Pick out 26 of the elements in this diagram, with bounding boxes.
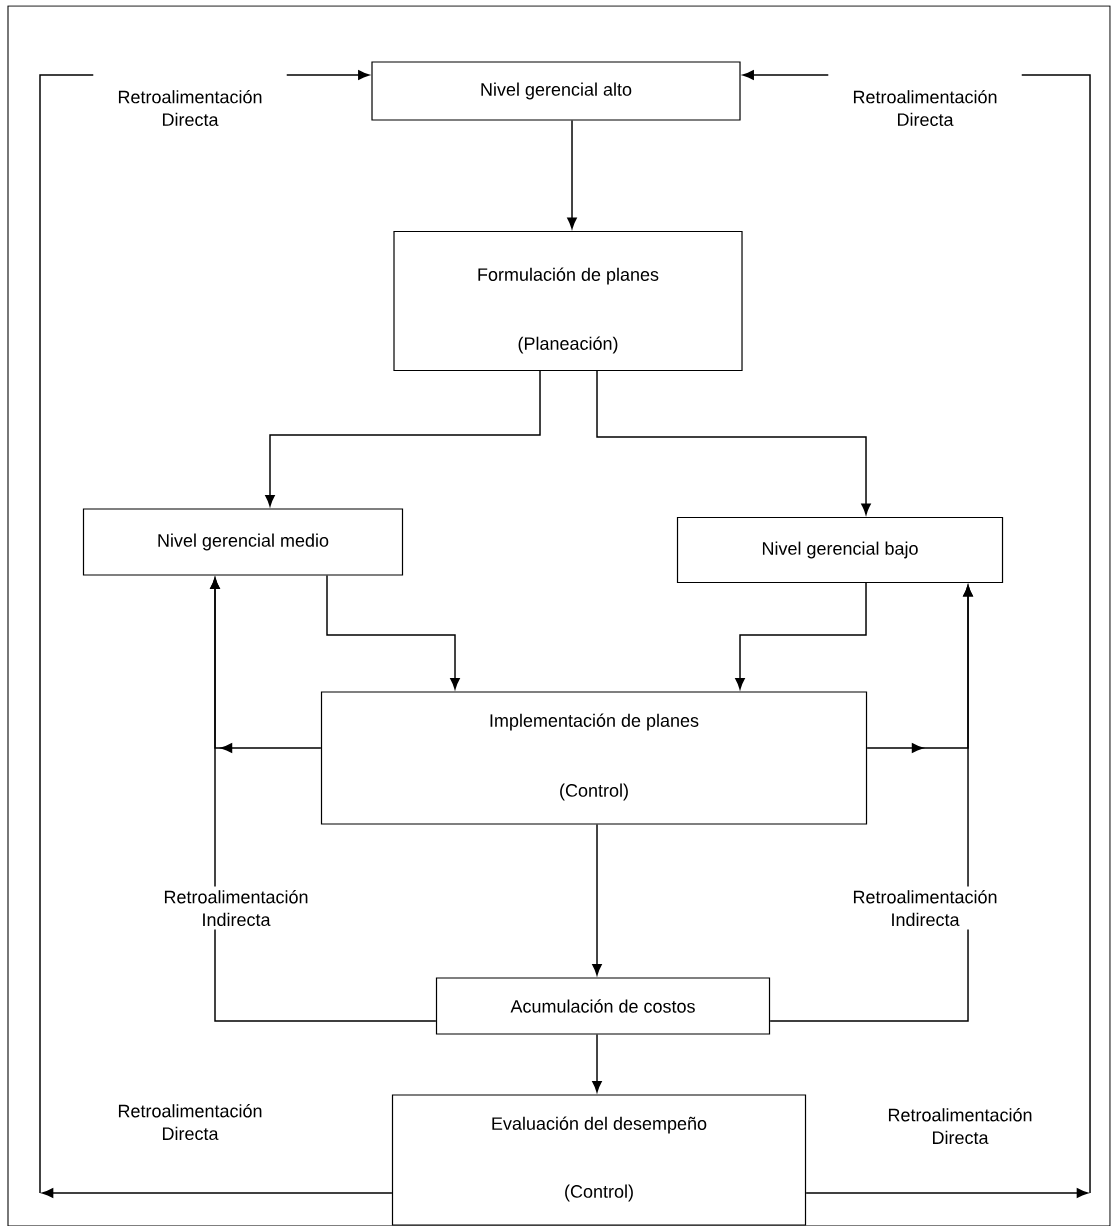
arrow — [805, 1188, 1088, 1198]
arrow — [592, 823, 602, 976]
arrow — [592, 1033, 602, 1093]
arrow — [596, 370, 871, 515]
process-box: Nivel gerencial medio — [82, 508, 404, 576]
process-box: Formulación de planes (Planeación) — [393, 230, 743, 372]
process-box: Nivel gerencial alto — [371, 61, 741, 121]
arrow — [265, 370, 541, 507]
arrow — [286, 70, 370, 80]
arrow — [735, 582, 867, 690]
feedback-label: Retroalimentación Indirecta — [853, 889, 997, 927]
feedback-label: Retroalimentación Directa — [118, 89, 262, 127]
arrow — [567, 119, 577, 229]
process-box: Nivel gerencial bajo — [676, 516, 1004, 584]
feedback-label: Retroalimentación Indirecta — [164, 889, 308, 927]
arrow — [866, 585, 973, 753]
feedback-label: Retroalimentación Directa — [853, 89, 997, 127]
process-box: Evaluación del desempeño (Control) — [391, 1094, 807, 1226]
process-box: Acumulación de costos — [435, 977, 771, 1035]
arrow — [326, 574, 460, 690]
arrow — [742, 70, 829, 80]
feedback-label: Retroalimentación Directa — [888, 1107, 1032, 1145]
arrow — [42, 1188, 393, 1198]
arrow — [210, 577, 322, 753]
process-box: Implementación de planes (Control) — [320, 691, 868, 825]
feedback-label: Retroalimentación Directa — [118, 1103, 262, 1141]
